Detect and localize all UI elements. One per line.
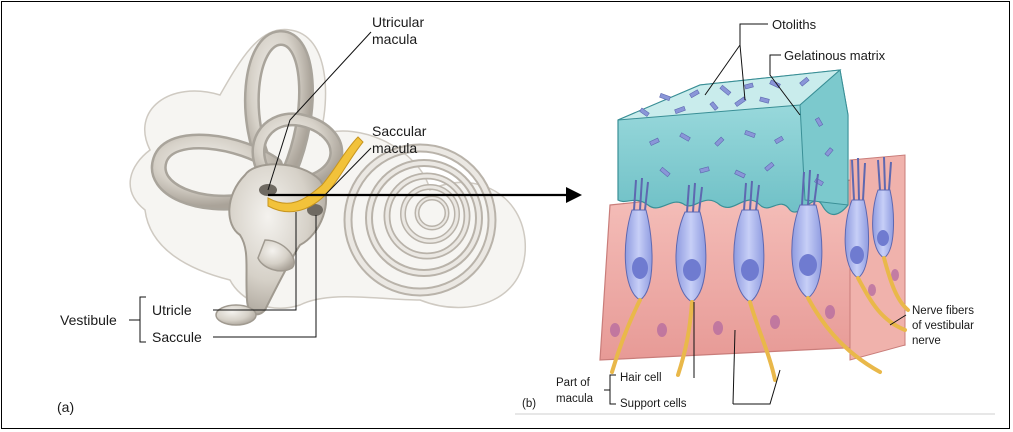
label-saccular-macula-2: macula bbox=[372, 140, 417, 156]
label-nerve-fibers-1: Nerve fibers bbox=[912, 305, 974, 318]
macula-illustration bbox=[600, 70, 908, 380]
label-hair-cell: Hair cell bbox=[620, 372, 662, 385]
label-nerve-fibers-2: of vestibular bbox=[912, 320, 974, 333]
panel-b-id: (b) bbox=[522, 398, 536, 411]
label-utricular-macula-1: Utricular bbox=[372, 14, 424, 30]
label-saccular-macula-1: Saccular bbox=[372, 123, 426, 139]
label-utricle: Utricle bbox=[152, 302, 192, 318]
label-part-of-macula-2: macula bbox=[556, 393, 593, 406]
label-part-of-macula-1: Part of bbox=[556, 377, 590, 390]
label-saccule: Saccule bbox=[152, 329, 202, 345]
inner-ear-illustration bbox=[130, 30, 525, 325]
label-utricular-macula-2: macula bbox=[372, 31, 417, 47]
label-gelatinous-matrix: Gelatinous matrix bbox=[784, 48, 885, 64]
panel-a-id: (a) bbox=[57, 399, 74, 415]
label-nerve-fibers-3: nerve bbox=[912, 335, 941, 348]
label-otoliths: Otoliths bbox=[772, 17, 816, 33]
label-vestibule: Vestibule bbox=[60, 312, 117, 328]
label-support-cells: Support cells bbox=[620, 398, 686, 411]
